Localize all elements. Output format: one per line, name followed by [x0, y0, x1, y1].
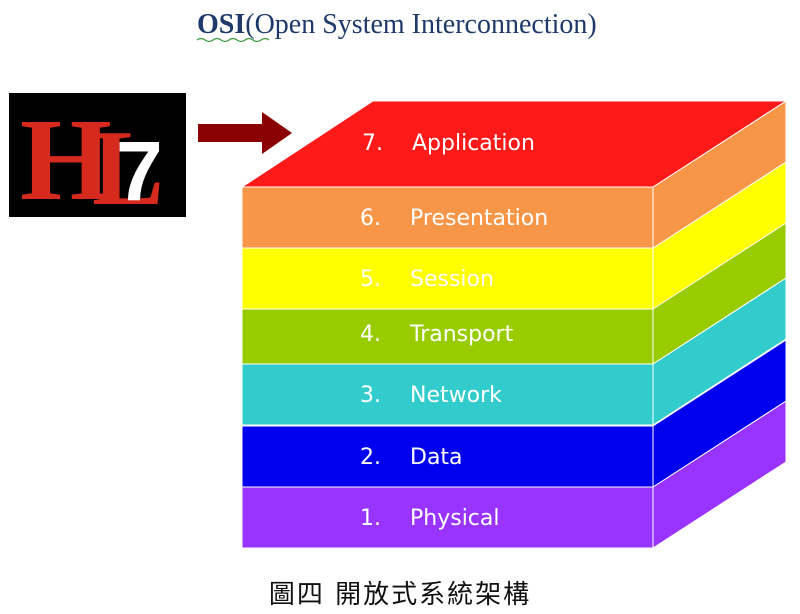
logo-letter-h: H	[20, 94, 112, 225]
hl7-logo: H L 7	[9, 93, 186, 228]
osi-layer-data: 2. Data	[241, 339, 787, 488]
logo-letter-l: L	[92, 109, 164, 228]
layer-number: 1.	[360, 506, 381, 531]
layer-number: 4.	[360, 322, 381, 347]
title-expansion: (Open System Interconnection)	[245, 9, 596, 40]
title-acronym: OSI	[197, 9, 245, 40]
logo-digit-seven: 7	[116, 124, 163, 218]
figure-caption: 圖四 開放式系統架構	[268, 580, 532, 610]
osi-layer-transport: 4. Transport	[241, 216, 787, 365]
layer-top-plane	[240, 100, 788, 188]
layer-front-face	[241, 425, 654, 488]
layer-number: 7.	[362, 131, 383, 156]
osi-layer-presentation: 6. Presentation	[241, 100, 787, 249]
logo-background	[9, 93, 186, 217]
layer-number: 5.	[360, 267, 381, 292]
layer-name: Network	[410, 383, 502, 408]
layer-name: Presentation	[410, 206, 548, 231]
layer-name: Data	[410, 445, 463, 470]
layer-number: 3.	[360, 383, 381, 408]
diagram-title: OSI(Open System Interconnection)	[197, 9, 597, 40]
layer-name: Session	[410, 267, 494, 292]
osi-layer-application: 7. Application	[240, 100, 788, 188]
osi-layer-stack: 1. Physical 2. Data 3. Network 4. Transport 5. Se…	[240, 100, 788, 549]
layer-name: Transport	[409, 322, 514, 347]
osi-diagram: OSI(Open System Interconnection) H L 7 1…	[9, 9, 788, 549]
osi-layer-session: 5. Session	[241, 161, 787, 310]
layer-number: 6.	[360, 206, 381, 231]
right-arrow-icon	[198, 112, 292, 154]
osi-layer-network: 3. Network	[241, 277, 787, 426]
layer-name: Application	[412, 131, 535, 156]
layer-number: 2.	[360, 445, 381, 470]
spellcheck-underline	[196, 37, 270, 43]
layer-name: Physical	[410, 506, 500, 531]
